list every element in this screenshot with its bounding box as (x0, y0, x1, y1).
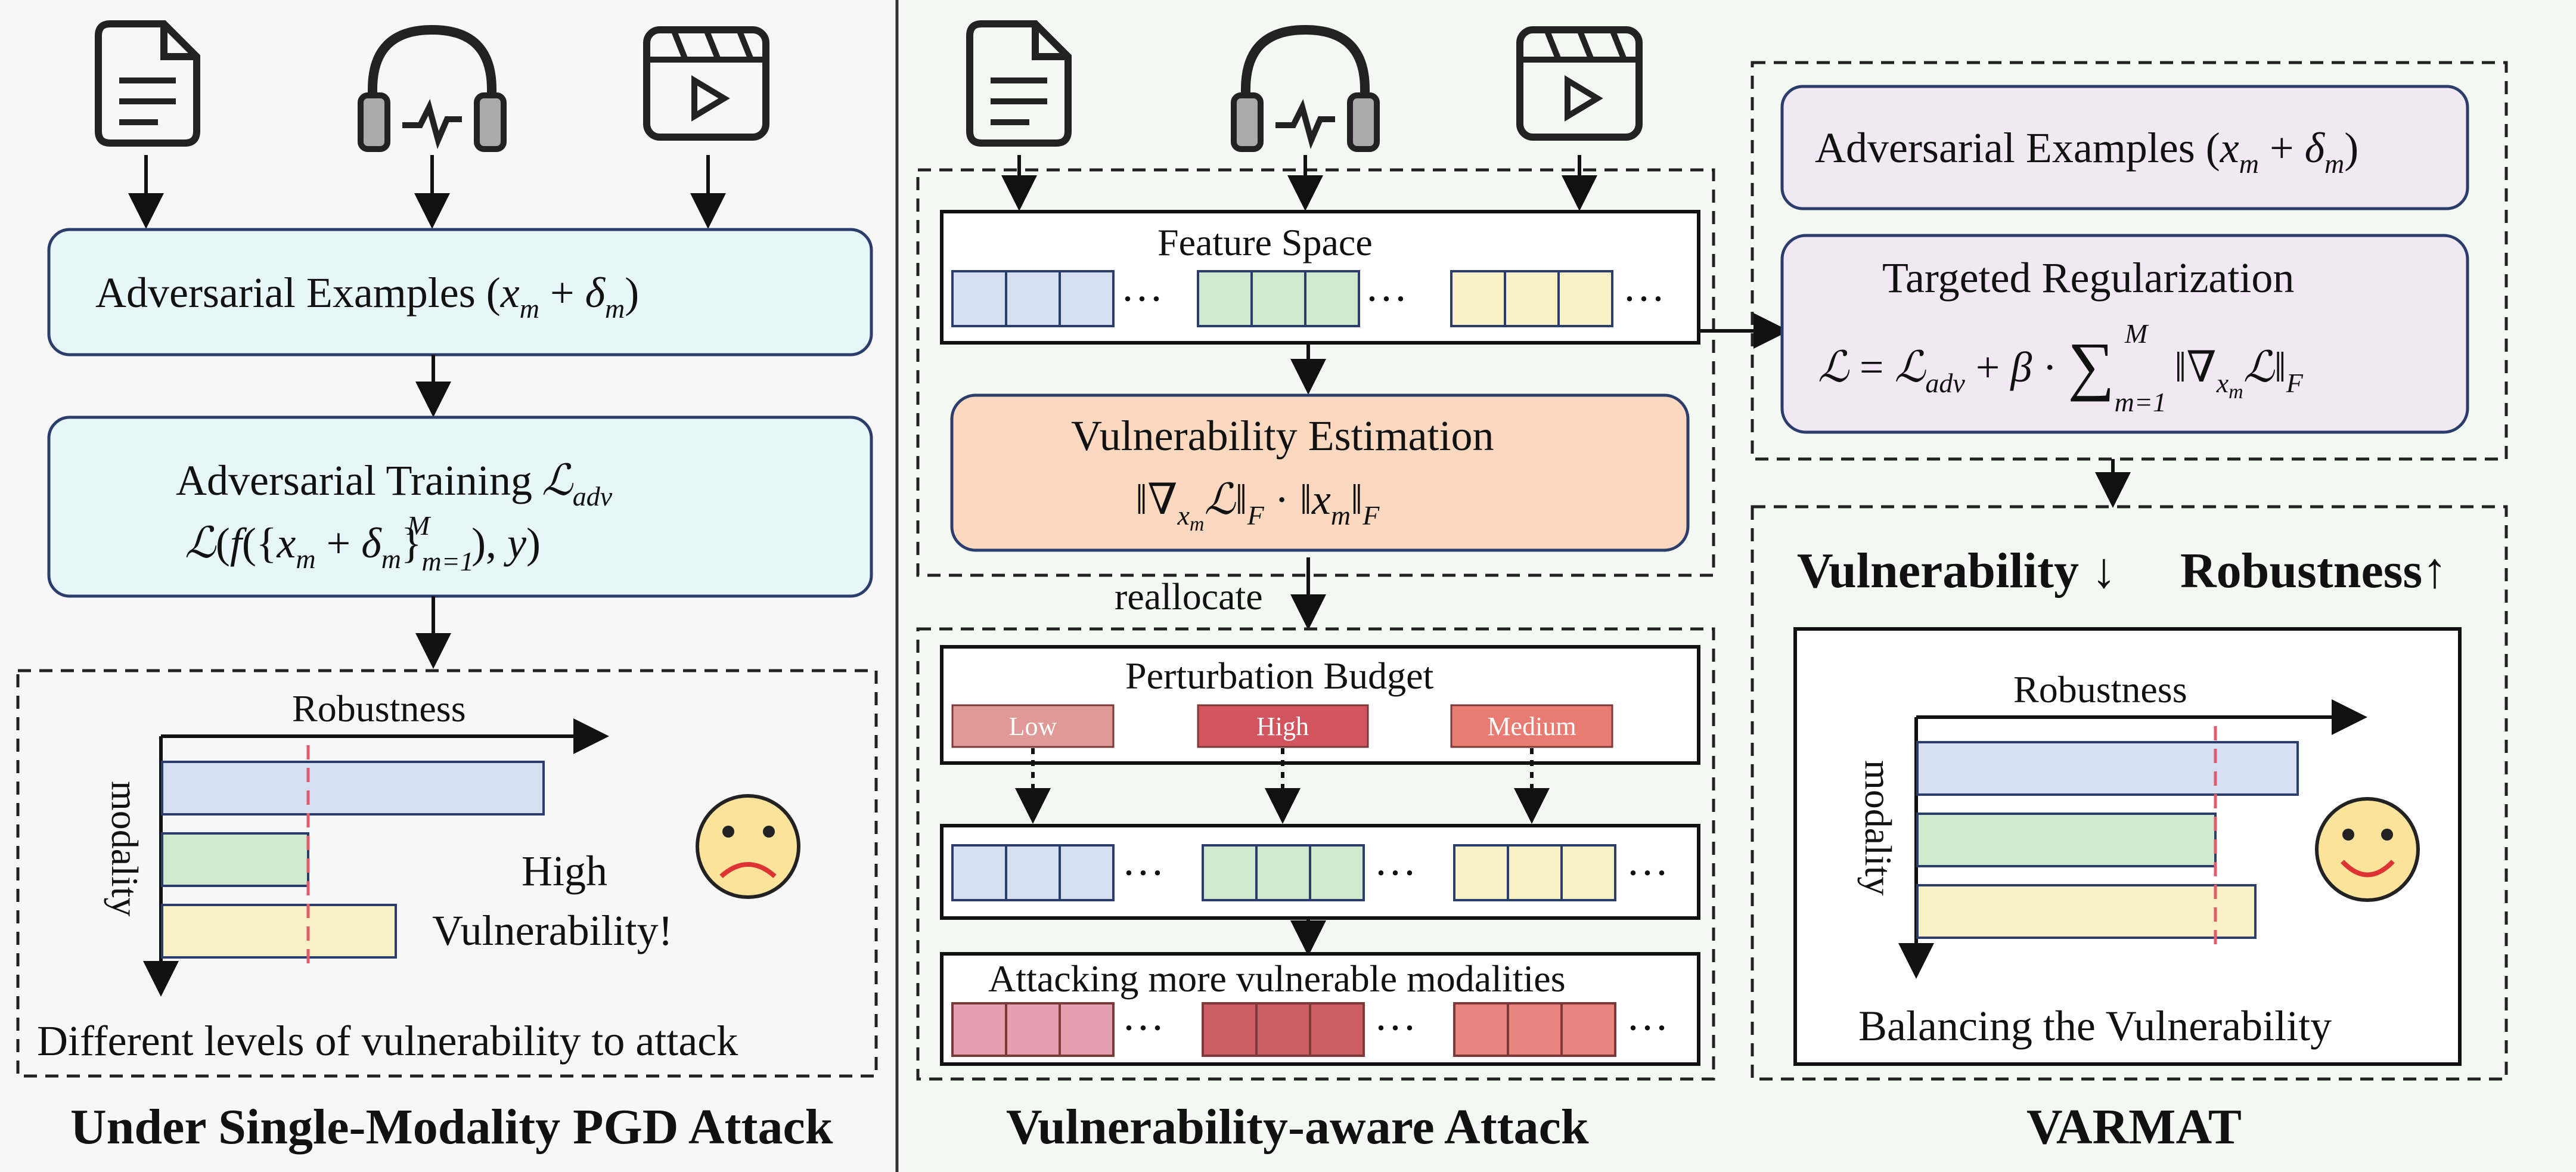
bar-yellow (161, 904, 397, 959)
right-bar-green (1916, 813, 2217, 867)
ellipsis: ··· (1374, 1004, 1417, 1052)
perturbation-budget-label: Perturbation Budget (1125, 655, 1433, 697)
ellipsis: ··· (1122, 1004, 1165, 1052)
robustness-up-label: Robustness↑ (2180, 543, 2447, 599)
ellipsis: ··· (1121, 275, 1163, 323)
adversarial-examples-box (47, 228, 873, 356)
left-footer-text: Different levels of vulnerability to att… (37, 1017, 738, 1065)
right-bar-yellow (1916, 884, 2257, 939)
right-panel-title: VARMAT (2026, 1099, 2242, 1155)
video-icon (1516, 26, 1643, 141)
budget-low-label: Low (1009, 712, 1057, 741)
reallocate-label: reallocate (1115, 575, 1263, 618)
vulnerability-label: Vulnerability! (432, 907, 673, 954)
video-icon (643, 26, 769, 141)
perturbed-feature-blocks (951, 844, 1616, 901)
document-icon (966, 20, 1072, 147)
right-adversarial-examples-box (1780, 85, 2469, 210)
ellipsis: ··· (1626, 1004, 1669, 1052)
vulnerability-chart-box (16, 669, 878, 1078)
right-robustness-axis-label: Robustness (2013, 668, 2187, 711)
budget-high-label: High (1256, 712, 1309, 741)
attacking-label: Attacking more vulnerable modalities (988, 957, 1566, 1000)
adversarial-training-formula: ℒ(f({xm + δm}m=1M), y) (185, 510, 541, 576)
ellipsis: ··· (1122, 849, 1165, 897)
right-footer-text: Balancing the Vulnerability (1858, 1002, 2332, 1050)
left-panel-title: Under Single-Modality PGD Attack (70, 1099, 833, 1155)
right-bar-blue (1916, 741, 2299, 796)
estimation-dashed-box (916, 168, 1715, 577)
adversarial-training-box (47, 416, 873, 598)
headphones-icon (358, 24, 507, 152)
budget-medium-label: Medium (1487, 712, 1576, 741)
adversarial-examples-label: Adversarial Examples (xm + δm) (95, 269, 639, 324)
targeted-regularization-label: Targeted Regularization (1882, 254, 2294, 302)
attack-dashed-box (916, 627, 1715, 1081)
targeted-regularization-formula: ℒ = ℒadv + β · ∑m=1M‖∇xmℒ‖F (1818, 318, 2304, 417)
bar-blue (161, 761, 545, 816)
ellipsis: ··· (1626, 849, 1669, 897)
document-icon (95, 20, 200, 147)
headphones-icon (1231, 24, 1380, 152)
budget-high (1197, 704, 1369, 748)
attacked-feature-blocks (951, 1002, 1616, 1057)
vulnerability-estimation-box (950, 393, 1690, 552)
sad-face-icon (696, 794, 800, 899)
feature-blocks (951, 270, 1613, 327)
middle-panel-title: Vulnerability-aware Attack (1006, 1099, 1589, 1155)
feature-space-label: Feature Space (1157, 221, 1373, 263)
result-dashed-box (1751, 505, 2508, 1081)
regularization-dashed-box (1751, 61, 2508, 461)
ellipsis: ··· (1365, 275, 1408, 323)
modality-axis-label: modality (104, 781, 146, 917)
targeted-regularization-box (1780, 234, 2469, 434)
budget-medium (1450, 704, 1613, 748)
ellipsis: ··· (1622, 275, 1665, 323)
right-adversarial-examples-label: Adversarial Examples (xm + δm) (1815, 124, 2358, 179)
vulnerability-down-label: Vulnerability ↓ (1797, 543, 2116, 599)
budget-low (951, 704, 1115, 748)
vulnerability-estimation-label: Vulnerability Estimation (1071, 412, 1494, 460)
happy-face-icon (2315, 797, 2420, 902)
robustness-axis-label: Robustness (292, 687, 466, 730)
ellipsis: ··· (1374, 849, 1417, 897)
high-label: High (522, 847, 607, 895)
bar-green (161, 832, 309, 887)
right-modality-axis-label: modality (1857, 760, 1900, 896)
vulnerability-estimation-formula: ‖∇xmℒ‖F · ‖xm‖F (1135, 474, 1380, 535)
